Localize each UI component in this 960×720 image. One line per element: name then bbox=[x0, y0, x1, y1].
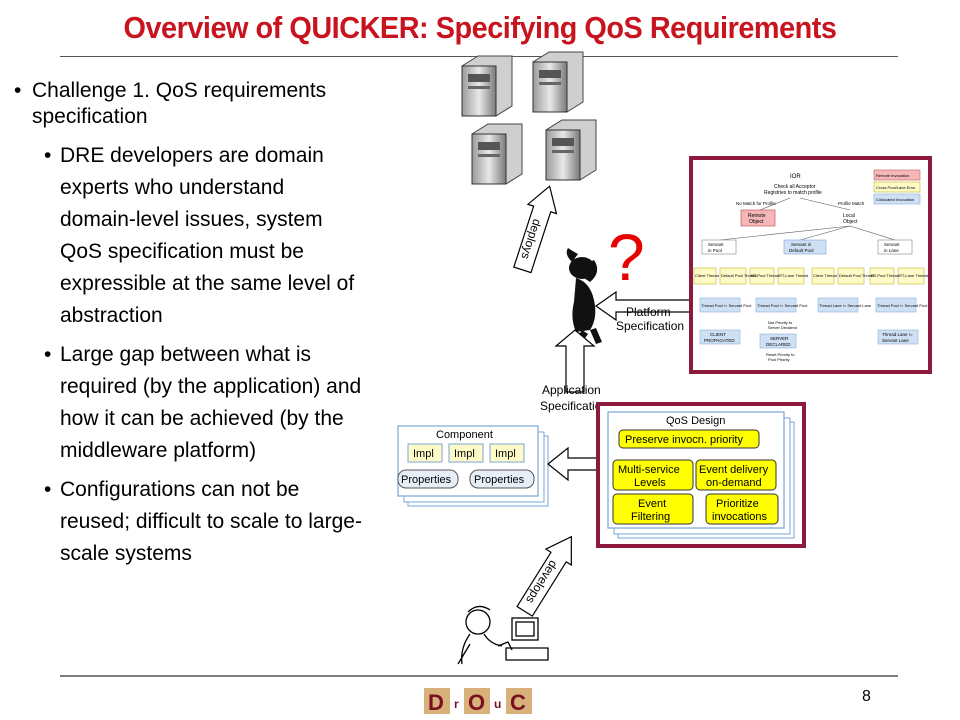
bullet-challenge-text: Challenge 1. QoS requirements specificat… bbox=[32, 79, 327, 128]
server-icon bbox=[471, 123, 523, 185]
component-title: Component bbox=[436, 429, 493, 441]
qos-event-delivery: Event delivery bbox=[699, 464, 769, 476]
sub-bullet-text: Large gap between what is required (by t… bbox=[60, 343, 362, 462]
component-stack: Component Impl Impl Impl Properties Prop… bbox=[397, 425, 549, 507]
sub-bullet-3: • Configurations can not be reused; diff… bbox=[14, 474, 364, 570]
fc-ior: IOR bbox=[790, 174, 801, 180]
bullet-dot: • bbox=[44, 343, 52, 366]
fc-sil: Servant bbox=[884, 242, 900, 247]
platform-spec-label: Platform bbox=[626, 305, 671, 319]
application-spec-label: Specification bbox=[540, 399, 608, 413]
logo-letter: u bbox=[494, 697, 501, 711]
fc-server-decl: SERVER bbox=[770, 336, 789, 341]
qos-multi: Multi-service bbox=[618, 464, 680, 476]
logo-letter: r bbox=[454, 697, 459, 711]
fc-pool: Thread Pool != Servant Pool bbox=[701, 303, 751, 308]
fc-sidp: Servant in bbox=[791, 242, 812, 247]
fc-client-prop: PROPAGATED bbox=[704, 338, 735, 343]
fc-match: Profile Match bbox=[838, 201, 865, 206]
deploys-arrow: deploys bbox=[513, 185, 558, 274]
sub-bullet-1: • DRE developers are domain experts who … bbox=[14, 140, 364, 332]
fc-reset: Pool Priority bbox=[768, 357, 790, 362]
flowchart-panel: IOR Check all Acceptor Registries to mat… bbox=[689, 156, 932, 374]
application-spec-arrow bbox=[554, 329, 596, 393]
fc-sip: in Pool bbox=[708, 248, 722, 253]
question-mark: ? bbox=[608, 220, 645, 294]
fc-thread: Client Thread bbox=[813, 273, 837, 278]
fc-thread: RT-Pool Thread bbox=[751, 273, 779, 278]
qos-event-filtering: Event bbox=[638, 498, 666, 510]
developer-at-computer-icon bbox=[457, 605, 549, 665]
qos-prioritize: Prioritize bbox=[716, 498, 759, 510]
bullet-challenge: • Challenge 1. QoS requirements specific… bbox=[14, 78, 364, 130]
develops-arrow: develops bbox=[516, 535, 572, 617]
platform-spec-label: Specification bbox=[616, 319, 684, 333]
fc-thread: Default Pool Thread bbox=[839, 273, 875, 278]
fc-reset: Reset Priority to bbox=[766, 352, 795, 357]
fc-thread: RT-Lane Thread bbox=[779, 273, 808, 278]
fc-remote: Object bbox=[749, 219, 764, 225]
qos-preserve: Preserve invocn. priority bbox=[625, 434, 743, 446]
server-icon bbox=[532, 51, 584, 113]
fc-local: Object bbox=[843, 219, 858, 225]
fc-legend: Cross Pool/Lane Error bbox=[876, 185, 916, 190]
application-spec-label: Application bbox=[542, 383, 601, 397]
server-icon bbox=[545, 119, 597, 181]
impl-label: Impl bbox=[413, 448, 434, 460]
properties-label: Properties bbox=[474, 474, 525, 486]
qos-prioritize: invocations bbox=[712, 511, 768, 523]
fc-check: Check all Acceptor bbox=[774, 184, 816, 190]
fc-thread: Default Pool Thread bbox=[721, 273, 757, 278]
sub-bullet-text: DRE developers are domain experts who un… bbox=[60, 144, 355, 327]
fc-thread: RT-Pool Thread bbox=[871, 273, 899, 278]
qos-event-filtering: Filtering bbox=[631, 511, 670, 523]
impl-label: Impl bbox=[495, 448, 516, 460]
fc-client-prop: CLIENT bbox=[710, 332, 726, 337]
fc-server-decl: DECLARED bbox=[766, 342, 791, 347]
fc-nomatch: No Match for Profile bbox=[736, 201, 776, 206]
bullet-list: • Challenge 1. QoS requirements specific… bbox=[14, 78, 364, 577]
page-number: 8 bbox=[862, 688, 871, 705]
fc-notprio: Server Declared bbox=[768, 325, 797, 330]
fc-check: Registries to match profile bbox=[764, 190, 822, 196]
fc-thread: Client Thread bbox=[695, 273, 719, 278]
fc-pool: Thread Lane != Servant Lane bbox=[819, 303, 872, 308]
fc-legend: Collocated Invocation bbox=[876, 197, 914, 202]
fc-pool: Thread Pool != Servant Pool bbox=[877, 303, 927, 308]
slide-title: Overview of QUICKER: Specifying QoS Requ… bbox=[123, 10, 837, 45]
fc-sidp: Default Pool bbox=[789, 248, 814, 253]
fc-sil: in Lane bbox=[884, 248, 899, 253]
properties-label: Properties bbox=[401, 474, 452, 486]
fc-local: Local bbox=[843, 213, 855, 219]
fc-notprio: Not Priority to bbox=[768, 320, 793, 325]
fc-lane-eq: Servant Lane bbox=[882, 338, 909, 343]
bullet-dot: • bbox=[44, 478, 52, 501]
fc-legend: Remote Invocation bbox=[876, 173, 909, 178]
fc-pool: Thread Pool != Servant Pool bbox=[757, 303, 807, 308]
qos-event-delivery: on-demand bbox=[706, 477, 762, 489]
qos-design-panel: QoS Design Preserve invocn. priority Mul… bbox=[596, 402, 806, 548]
impl-label: Impl bbox=[454, 448, 475, 460]
logo-letter: D bbox=[428, 690, 444, 715]
bullet-dot: • bbox=[44, 144, 52, 167]
bullet-dot: • bbox=[14, 79, 22, 102]
fc-lane-eq: Thread Lane != bbox=[882, 332, 913, 337]
sub-bullet-2: • Large gap between what is required (by… bbox=[14, 339, 364, 467]
sub-bullet-text: Configurations can not be reused; diffic… bbox=[60, 478, 362, 565]
fc-sip: Servant bbox=[708, 242, 724, 247]
fc-remote: Remote bbox=[748, 213, 766, 219]
qos-title: QoS Design bbox=[666, 415, 725, 427]
server-icon bbox=[461, 55, 513, 117]
qos-to-component-arrow bbox=[547, 446, 599, 482]
qos-multi: Levels bbox=[634, 477, 666, 489]
logo-letter: C bbox=[510, 690, 526, 715]
logo-letter: O bbox=[468, 690, 485, 715]
fc-thread: RT-Lane Thread bbox=[899, 273, 928, 278]
doc-group-logo: D r O u C bbox=[424, 688, 532, 715]
